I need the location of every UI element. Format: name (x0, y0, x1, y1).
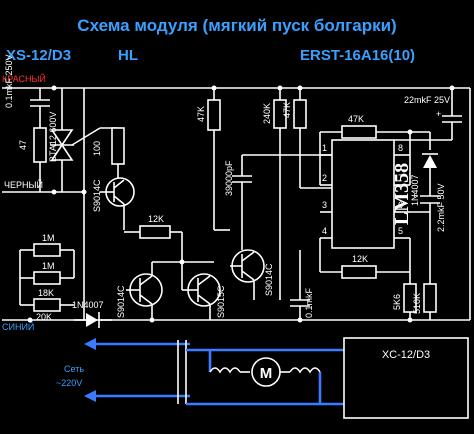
capacitor-2u2-plus: + (412, 191, 417, 201)
ic-pin-4: 4 (322, 226, 327, 236)
resistor-18k-20k (20, 298, 74, 312)
field-coil-right (280, 367, 321, 374)
transistor-t1 (100, 177, 135, 212)
resistor-240k (273, 88, 287, 300)
header-middle: HL (118, 47, 138, 64)
mains-arrow-top (84, 338, 96, 350)
gate-resistor (100, 127, 125, 178)
terminal-red (51, 85, 57, 91)
junction-dots (81, 85, 455, 323)
triac-symbol (50, 88, 101, 192)
snubber-capacitor-label: 0.1mkF 250V (4, 54, 14, 108)
mains-wiring (96, 340, 344, 406)
module-label: XC-12/D3 (382, 349, 430, 361)
diode-d2-label: 1N4007 (410, 174, 420, 206)
resistor-1m-a-label: 1M (42, 233, 55, 243)
snubber-resistor (33, 127, 47, 192)
module-box (343, 337, 469, 419)
capacitor-39n (232, 154, 332, 250)
resistor-510k-label: 510K (412, 293, 422, 314)
transistor-t3-label: S9015C (216, 285, 226, 318)
capacitor-2u2 (420, 195, 440, 212)
resistor-47k-feedback (319, 125, 411, 185)
capacitor-39n-label: 39000pF (224, 160, 234, 196)
transistor-t4-label: S9014C (264, 263, 274, 296)
ic-pin-8: 8 (398, 143, 403, 153)
snubber-resistor-label: 47 (18, 140, 28, 150)
mains-label-2: ~220V (56, 378, 82, 388)
ic-name: LM358 (391, 163, 413, 225)
mains-arrow-bottom (84, 390, 96, 402)
terminal-black (51, 189, 57, 195)
resistor-240k-label: 240K (262, 103, 272, 124)
diode-d2 (410, 131, 438, 196)
resistor-47k-b-label: 47K (282, 102, 292, 118)
resistor-47k-b (293, 88, 332, 189)
transistor-t2-label: S9014C (116, 285, 126, 318)
resistor-12k-b (319, 238, 410, 279)
resistor-5k6-label: 5K6 (392, 294, 402, 310)
wire-blue-label: СИНИЙ (2, 321, 34, 332)
capacitor-2u2-label: 2.2mkF 50V (436, 183, 446, 232)
capacitor-22u-label: 22mkF 25V (404, 95, 450, 105)
resistor-12k (124, 225, 183, 262)
header-left: XS-12/D3 (6, 47, 71, 64)
transistor-t3 (152, 261, 221, 320)
transistor-t1-label: S9014C (92, 179, 102, 212)
diode-d1-label: 1N4007 (72, 300, 104, 310)
resistor-20k-label: 20K (36, 312, 52, 322)
resistor-1m-b-label: 1M (42, 261, 55, 271)
ic-pin-5: 5 (398, 226, 403, 236)
ic-lm358 (320, 139, 410, 249)
transistor-t4 (230, 249, 265, 300)
capacitor-22u-plus: + (436, 109, 441, 119)
ic-pin-2: 2 (322, 173, 327, 183)
resistor-47k-feedback-label: 47K (348, 114, 364, 124)
resistor-18k-label: 18K (38, 288, 54, 298)
ic-pin-6: 6 (398, 200, 403, 210)
resistor-47k-top-label: 47K (196, 106, 206, 122)
wire-red-label: КРАСНЫЙ (2, 73, 46, 84)
resistor-1m-b (20, 250, 75, 285)
ic-pin-1: 1 (322, 143, 327, 153)
resistor-510k (410, 211, 437, 320)
transistor-t2 (126, 262, 163, 320)
resistor-47k-top (207, 88, 230, 231)
capacitor-01-label: 0.1mkF (304, 287, 314, 318)
diagram-title: Схема модуля (мягкий пуск болгарки) (77, 16, 396, 35)
resistor-12k-label: 12K (148, 214, 164, 224)
snubber-capacitor (30, 88, 50, 128)
ic-pin-7: 7 (398, 173, 403, 183)
header-right: ERST-16A16(10) (300, 47, 415, 64)
capacitor-22u (394, 88, 462, 141)
wire-black-label: ЧЕРНЫЙ (4, 179, 43, 190)
mains-label-1: Сеть (64, 364, 84, 374)
triac-label: BTA12 600V (48, 112, 58, 162)
motor-label: M (260, 365, 273, 382)
field-coil-left (209, 367, 250, 374)
gate-resistor-label: 100 (92, 141, 102, 156)
diode-d1 (74, 312, 112, 328)
ic-pin-3: 3 (322, 200, 327, 210)
resistor-5k6 (403, 238, 417, 320)
terminal-blue (27, 317, 33, 323)
resistor-12k-b-label: 12K (352, 254, 368, 264)
